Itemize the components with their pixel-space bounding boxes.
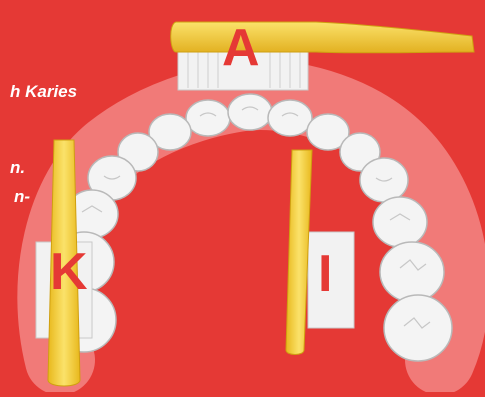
tooth-premolar-right-2 xyxy=(373,197,427,247)
label-left-brush: K xyxy=(50,246,88,298)
tooth-molar-right-2 xyxy=(384,295,452,361)
top-brush-handle xyxy=(171,22,474,53)
tooth-incisor-1 xyxy=(186,100,230,136)
tooth-incisor-3 xyxy=(268,100,312,136)
tooth-incisor-2 xyxy=(228,94,272,130)
text-fragment-1: h Karies xyxy=(10,82,77,102)
text-fragment-3: n- xyxy=(14,187,30,207)
label-right-brush: I xyxy=(318,248,332,300)
tooth-molar-right-1 xyxy=(380,242,444,302)
tooth-premolar-right-1 xyxy=(360,158,408,202)
label-top-brush: A xyxy=(222,22,260,74)
text-fragment-2: n. xyxy=(10,158,25,178)
